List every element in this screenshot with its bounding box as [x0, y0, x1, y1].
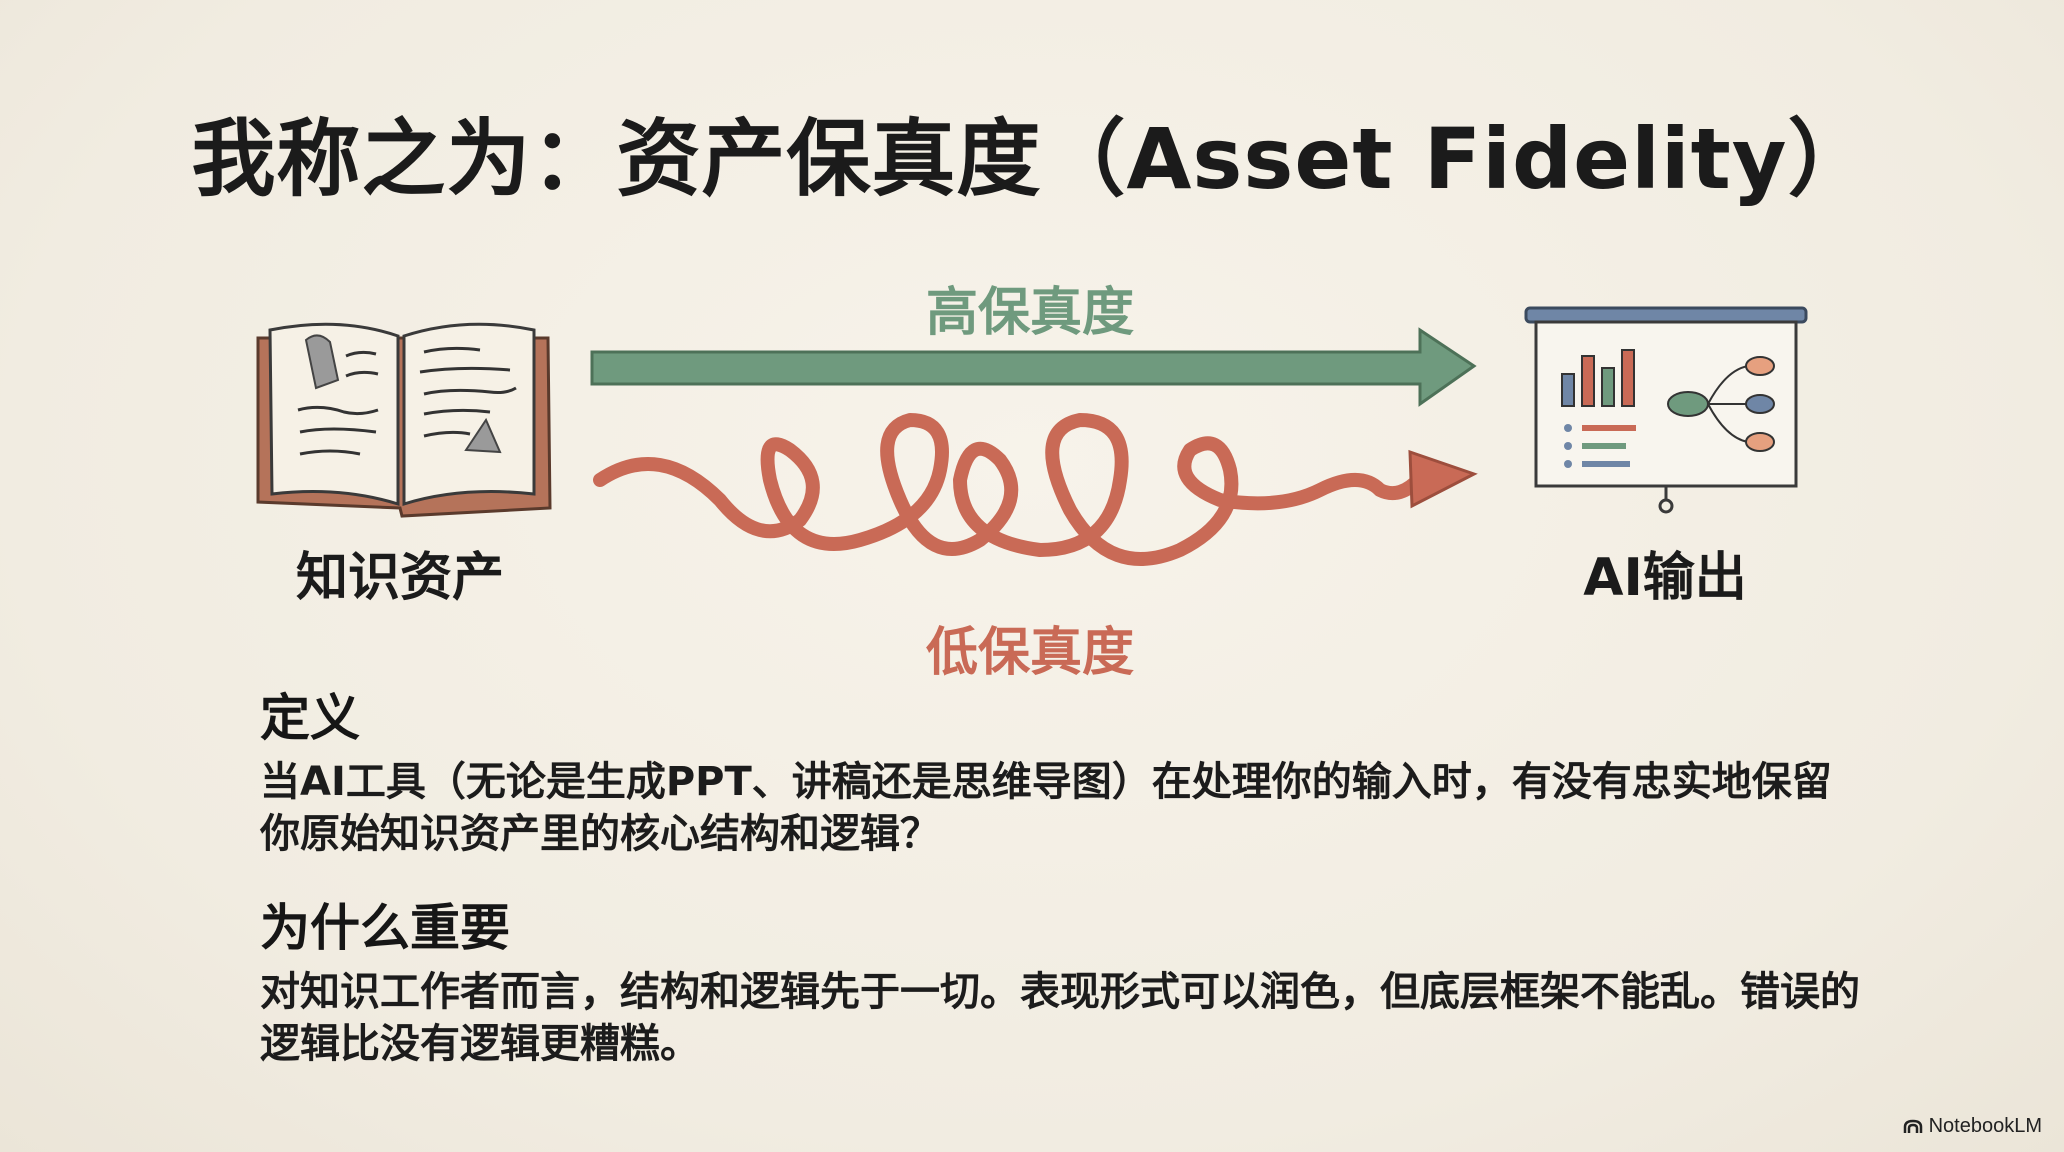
- brand-name: NotebookLM: [1928, 1115, 2042, 1137]
- definition-heading: 定义: [260, 689, 360, 747]
- definition-section: 定义 当AI工具（无论是生成PPT、讲稿还是思维导图）在处理你的输入时，有没有忠…: [260, 688, 1860, 860]
- importance-section: 为什么重要 对知识工作者而言，结构和逻辑先于一切。表现形式可以润色，但底层框架不…: [260, 898, 1860, 1070]
- low-fidelity-arrow: [593, 413, 1427, 566]
- high-fidelity-arrow: [590, 327, 1477, 407]
- low-fidelity-label: 低保真度: [925, 623, 1134, 683]
- importance-text: 对知识工作者而言，结构和逻辑先于一切。表现形式可以润色，但底层框架不能乱。错误的…: [260, 969, 1860, 1067]
- fidelity-diagram: [256, 306, 1808, 566]
- definition-text: 当AI工具（无论是生成PPT、讲稿还是思维导图）在处理你的输入时，有没有忠实地保…: [260, 759, 1832, 857]
- high-fidelity-label: 高保真度: [925, 283, 1134, 343]
- brand-watermark: NotebookLM: [1903, 1115, 2042, 1138]
- open-book-icon: [256, 322, 552, 518]
- notebooklm-logo-icon: [1903, 1119, 1922, 1133]
- output-label: AI输出: [1583, 548, 1747, 608]
- page-title: 我称之为：资产保真度（Asset Fidelity）: [191, 110, 1873, 208]
- source-label: 知识资产: [295, 548, 504, 608]
- presentation-board-icon: [1524, 306, 1808, 514]
- importance-heading: 为什么重要: [260, 899, 510, 957]
